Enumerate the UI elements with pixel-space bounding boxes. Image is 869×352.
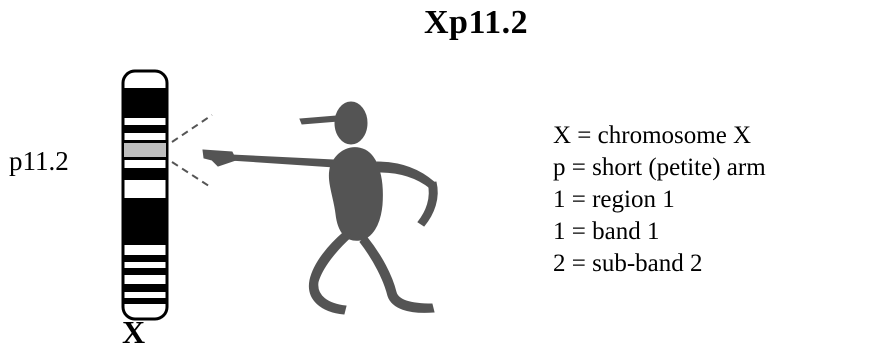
legend-item-arm: p = short (petite) arm — [553, 154, 766, 181]
legend-item-sub-band: 2 = sub-band 2 — [553, 250, 703, 277]
chromosome-label: X — [122, 314, 146, 350]
centromere-line — [124, 140, 166, 143]
legend-item-band: 1 = band 1 — [553, 218, 660, 245]
pointer-line-lower — [171, 161, 213, 189]
figure-cap-brim — [299, 115, 339, 125]
highlight-band-p11-2 — [124, 143, 166, 157]
pointing-figure — [202, 101, 438, 315]
pointer-line-upper — [171, 114, 213, 143]
dark-band — [124, 125, 166, 133]
legend-item-chromosome: X = chromosome X — [553, 122, 752, 149]
figure-right-leg — [359, 235, 435, 313]
figure-left-leg — [308, 231, 353, 315]
page-title: Xp11.2 — [424, 4, 529, 41]
dark-band — [124, 198, 166, 245]
legend-item-region: 1 = region 1 — [553, 186, 675, 213]
dark-band — [124, 88, 166, 118]
figure-back-arm — [376, 161, 435, 189]
band-pointer-lines — [171, 114, 213, 189]
dark-band — [124, 284, 166, 292]
figure-head — [334, 101, 368, 145]
nomenclature-legend: X = chromosome X p = short (petite) arm … — [553, 120, 766, 280]
centromere-line — [124, 157, 166, 160]
figure-back-hand — [417, 181, 438, 227]
dark-band — [124, 168, 166, 180]
figure-pointing-arm — [229, 154, 335, 168]
dark-band — [124, 268, 166, 275]
dark-band — [124, 255, 166, 262]
chromosome-ideogram — [121, 69, 169, 321]
band-label: p11.2 — [9, 146, 69, 176]
figure-pointing-hand — [202, 149, 237, 167]
figure-body — [328, 147, 383, 241]
dark-band — [124, 298, 166, 304]
